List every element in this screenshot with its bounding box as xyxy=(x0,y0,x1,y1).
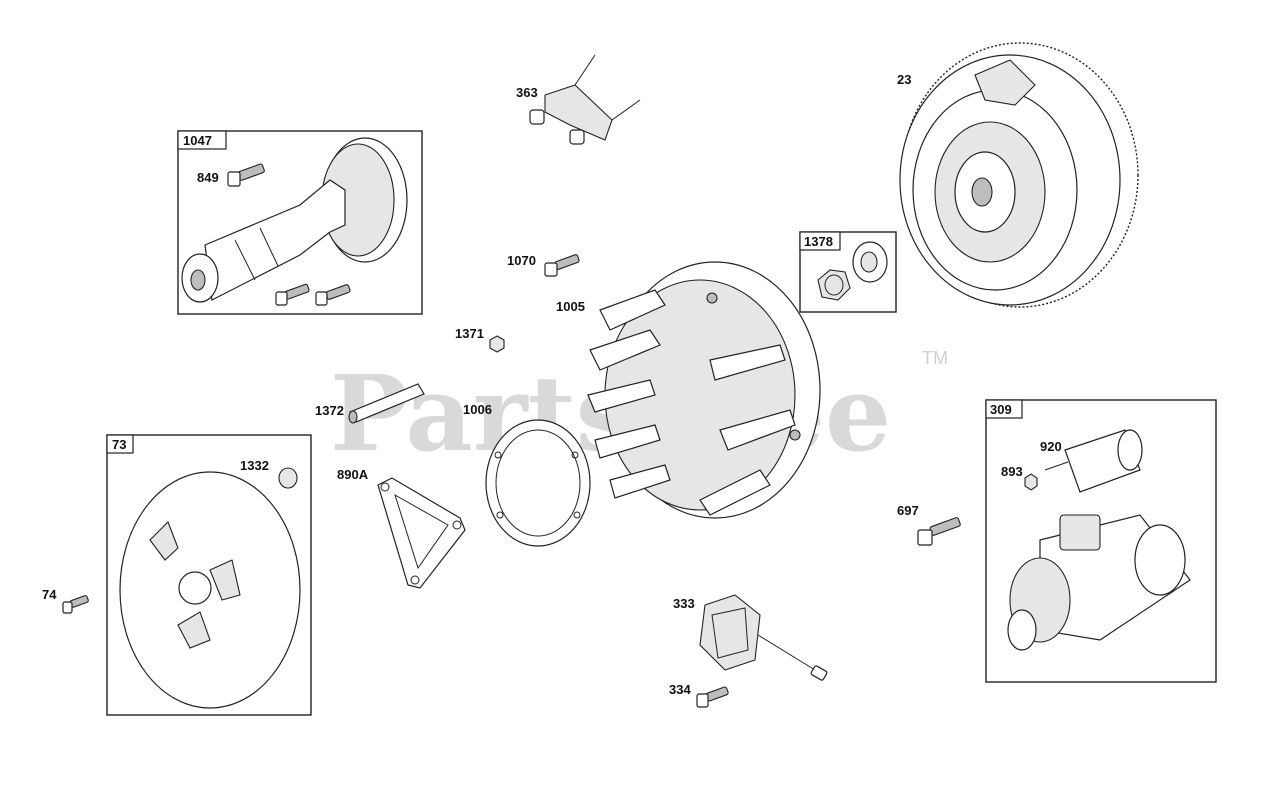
part-bracket-363[interactable] xyxy=(529,54,641,145)
bolt-1047-b[interactable] xyxy=(315,284,351,306)
bolt-1070[interactable] xyxy=(544,254,580,277)
part-1378-group[interactable]: 1378 xyxy=(799,231,897,313)
callout-1332[interactable]: 1332 xyxy=(240,458,269,473)
callout-890A[interactable]: 890A xyxy=(337,467,369,482)
callout-920[interactable]: 920 xyxy=(1040,439,1062,454)
part-1047-group[interactable]: 1047 849 xyxy=(177,130,423,315)
washer-1332[interactable] xyxy=(278,467,298,489)
callout-1371[interactable]: 1371 xyxy=(455,326,484,341)
part-flywheel-23[interactable] xyxy=(899,42,1139,308)
gasket-1006[interactable] xyxy=(485,419,591,547)
part-309-group[interactable]: 309 920 893 xyxy=(985,399,1217,683)
nut-1378[interactable] xyxy=(817,269,851,301)
callout-697[interactable]: 697 xyxy=(897,503,919,518)
callout-334[interactable]: 334 xyxy=(669,682,691,697)
callout-1070[interactable]: 1070 xyxy=(507,253,536,268)
callout-74[interactable]: 74 xyxy=(42,587,57,602)
part-box-1047-tab xyxy=(177,130,227,150)
callout-1047[interactable]: 1047 xyxy=(183,133,212,148)
callout-893[interactable]: 893 xyxy=(1001,464,1023,479)
part-box-1378 xyxy=(799,231,897,313)
callout-309[interactable]: 309 xyxy=(990,402,1012,417)
nut-1371[interactable] xyxy=(489,335,505,353)
callout-363[interactable]: 363 xyxy=(516,85,538,100)
part-fan-1005[interactable] xyxy=(587,261,821,519)
part-box-309 xyxy=(985,399,1217,683)
part-box-73 xyxy=(106,434,312,716)
callout-1378[interactable]: 1378 xyxy=(804,234,833,249)
ignition-module-333[interactable] xyxy=(699,594,828,681)
part-box-1047 xyxy=(177,130,423,315)
watermark-tm: TM xyxy=(922,348,948,368)
bracket-890A[interactable] xyxy=(377,477,466,589)
part-box-73-tab xyxy=(106,434,134,454)
callout-1372[interactable]: 1372 xyxy=(315,403,344,418)
callout-23[interactable]: 23 xyxy=(897,72,911,87)
pin-1372[interactable] xyxy=(348,383,425,424)
callout-73[interactable]: 73 xyxy=(112,437,126,452)
bolt-697[interactable] xyxy=(917,517,961,546)
solenoid-920[interactable] xyxy=(1044,429,1143,493)
cover-plate-73[interactable] xyxy=(119,471,301,709)
part-73-group[interactable]: 73 1332 xyxy=(106,434,312,716)
part-box-1378-tab xyxy=(799,231,841,251)
callout-849[interactable]: 849 xyxy=(197,170,219,185)
bolt-849[interactable] xyxy=(227,163,265,187)
callout-333[interactable]: 333 xyxy=(673,596,695,611)
callout-1005[interactable]: 1005 xyxy=(556,299,585,314)
bolt-74[interactable] xyxy=(62,595,89,614)
nut-893[interactable] xyxy=(1024,473,1038,491)
washer-1378[interactable] xyxy=(852,241,888,283)
bolt-334[interactable] xyxy=(696,686,729,708)
starter-motor-309[interactable] xyxy=(1007,514,1191,651)
part-shaft-1047[interactable] xyxy=(181,137,408,303)
bolt-1047-a[interactable] xyxy=(275,283,310,306)
part-box-309-tab xyxy=(985,399,1023,419)
callout-1006[interactable]: 1006 xyxy=(463,402,492,417)
